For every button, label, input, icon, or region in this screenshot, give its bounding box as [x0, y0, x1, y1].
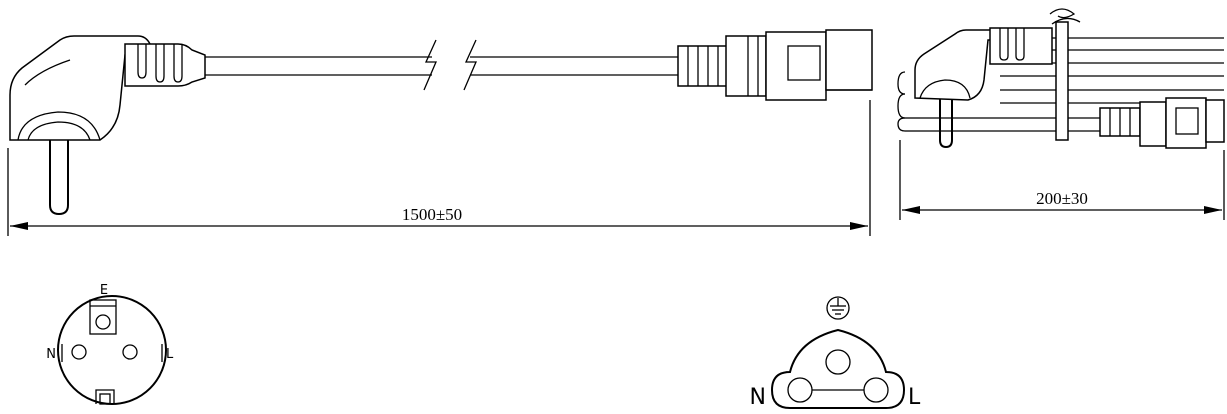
cord-length-label: 1500±50	[402, 205, 462, 224]
plug-earth-label: E	[100, 283, 108, 298]
cord-length-dimension: 1500±50	[7, 100, 871, 236]
bundle-length-dimension: 200±30	[899, 140, 1225, 220]
cable-long	[205, 39, 680, 91]
bundle-length-label: 200±30	[1036, 189, 1088, 208]
plug-neutral-label: N	[46, 347, 56, 362]
c13-connector-side-view	[677, 29, 873, 101]
c13-connector-face: N L	[750, 296, 921, 410]
connector-neutral-label: N	[750, 385, 766, 410]
plug-live-label: L	[166, 347, 174, 362]
earth-ground-icon	[826, 296, 850, 320]
schuko-plug-side-view	[9, 35, 206, 216]
schuko-plug-face: E N L	[46, 283, 174, 405]
coiled-cord-bundle	[897, 8, 1225, 149]
connector-live-label: L	[908, 385, 921, 410]
